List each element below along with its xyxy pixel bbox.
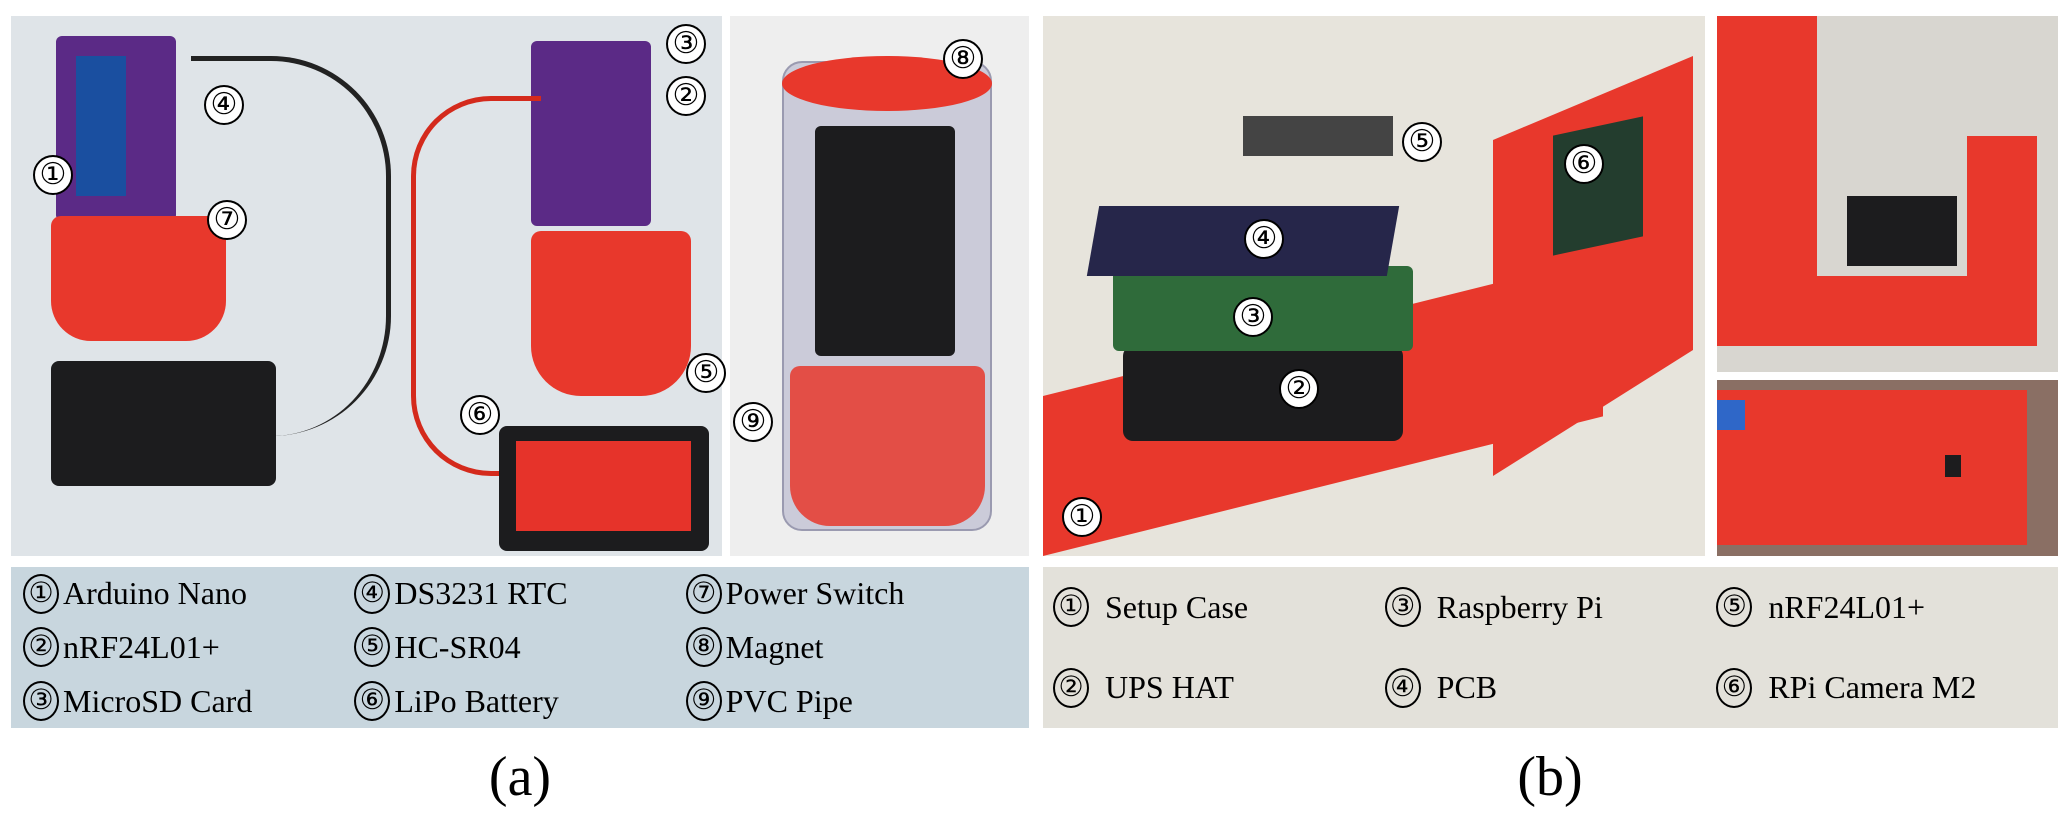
legend-label: Setup Case [1105,588,1249,625]
callout-marker: ③ [666,24,706,64]
legend-label: UPS HAT [1105,669,1234,706]
legend-label: Raspberry Pi [1436,588,1603,625]
callout-marker: ④ [204,85,244,125]
camera-lens [1945,455,1961,477]
legend-label: PCB [1436,669,1498,706]
callout-marker: ⑨ [733,402,773,442]
ups-hat [1123,346,1403,441]
battery-label [516,441,691,531]
callout-marker: ⑥ [1564,144,1604,184]
legend-number: ⑤ [354,627,391,668]
legend-panel-b: ① Setup Case ③ Raspberry Pi ⑤ nRF24L01+ … [1043,567,2058,728]
legend-label: Magnet [725,628,824,665]
arduino-nano-board [76,56,126,196]
sensor-case-ultrasonic [531,231,691,396]
legend-label: MicroSD Card [63,682,253,719]
callout-marker: ⑥ [460,395,500,435]
photo-sensor-node-components [11,16,722,556]
legend-item: ① Setup Case [1053,587,1385,628]
legend-number: ③ [1384,587,1421,628]
legend-label: LiPo Battery [394,682,559,719]
legend-number: ⑨ [685,681,722,722]
legend-number: ③ [23,681,59,722]
callout-marker: ① [33,155,73,195]
callout-marker: ④ [1244,219,1284,259]
legend-number: ⑥ [354,681,391,722]
setup-case-wall [1493,56,1693,476]
legend-label: Arduino Nano [63,575,247,612]
case-open-side [1967,136,2037,346]
legend-number: ② [23,627,59,668]
legend-label: PVC Pipe [725,682,853,719]
legend-number: ④ [354,573,391,614]
legend-number: ⑧ [685,627,722,668]
legend-number: ② [1053,667,1089,708]
photo-camera-node [1043,16,1705,556]
nrf-module [1243,116,1393,156]
photo-case-open [1717,16,2058,372]
legend-label: nRF24L01+ [63,628,220,665]
callout-marker: ⑧ [943,39,983,79]
blue-tape [1717,400,1745,430]
callout-marker: ⑤ [686,353,726,393]
legend-label: Power Switch [725,575,905,612]
panel-a-caption: (a) [488,746,552,808]
callout-marker: ⑦ [207,200,247,240]
rtc-pcb [531,41,651,226]
callout-marker: ② [1279,369,1319,409]
pipe-base [790,366,985,526]
legend-number: ① [23,573,59,614]
callout-marker: ③ [1233,297,1273,337]
wire [411,96,541,476]
legend-number: ① [1053,587,1089,628]
legend-label: RPi Camera M2 [1768,669,1977,706]
legend-item: ④ PCB [1384,667,1717,708]
legend-number: ④ [1384,667,1421,708]
wire [191,56,391,436]
photo-case-closed [1717,380,2058,556]
legend-number: ⑤ [1716,587,1753,628]
panel-b-caption: (b) [1517,746,1583,808]
battery-inside [815,126,955,356]
rpi-camera [1553,116,1643,256]
case-closed-body [1717,390,2027,545]
custom-pcb [1086,206,1400,276]
legend-item: ② UPS HAT [1053,667,1385,708]
legend-label: nRF24L01+ [1768,588,1926,625]
legend-item: ⑥ RPi Camera M2 [1716,667,2048,708]
legend-label: HC-SR04 [394,628,521,665]
legend-item: ③ Raspberry Pi [1384,587,1717,628]
callout-marker: ② [666,76,706,116]
case-open-electronics [1847,196,1957,266]
callout-marker: ① [1062,497,1102,537]
callout-marker: ⑤ [1402,122,1442,162]
photo-pvc-enclosure [730,16,1029,556]
legend-number: ⑦ [685,573,722,614]
legend-number: ⑥ [1716,667,1753,708]
legend-item: ⑤ nRF24L01+ [1716,587,2048,628]
legend-label: DS3231 RTC [394,575,568,612]
